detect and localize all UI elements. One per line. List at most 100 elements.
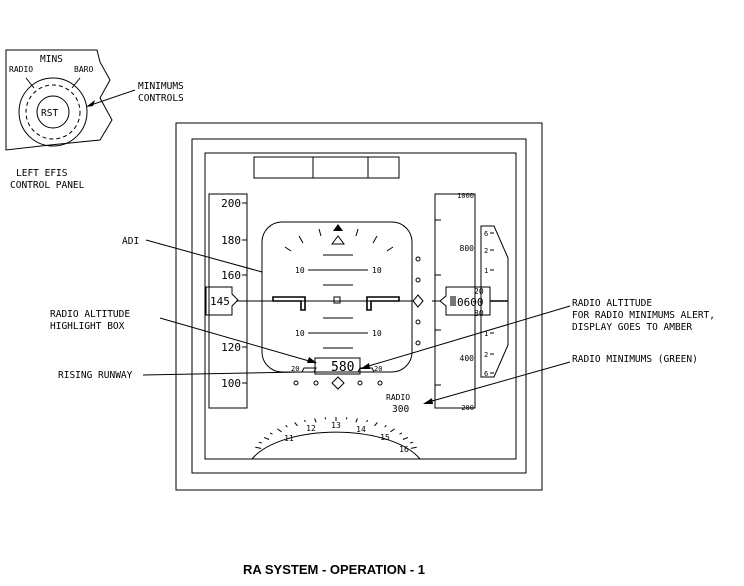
glideslope-dot <box>415 319 421 325</box>
current-altitude-main: 0600 <box>457 296 484 309</box>
glideslope-scale <box>412 256 424 346</box>
heading-tick-label: 11 <box>284 434 294 443</box>
minimums-controls-arrowhead <box>86 100 95 107</box>
runway-mark-right: 20 <box>374 365 382 373</box>
heading-tick-label: 12 <box>306 424 316 433</box>
localizer-dot <box>357 380 363 386</box>
minimums-controls-leader <box>87 89 136 107</box>
localizer-dot <box>313 380 319 386</box>
minimums-controls-label-2: CONTROLS <box>138 93 184 104</box>
vsi-mark-label: 1 <box>484 330 488 338</box>
glideslope-dot <box>415 340 421 346</box>
heading-tick-mark <box>285 425 288 428</box>
minimums-controls-callout: MINIMUMS CONTROLS <box>86 81 184 107</box>
diagram-title: RA SYSTEM - OPERATION - 1 <box>243 562 425 577</box>
aircraft-symbol-right-wing <box>366 296 400 311</box>
heading-tick-mark <box>399 432 403 435</box>
current-altitude-upper: 20 <box>474 287 484 296</box>
heading-tick-label: 16 <box>399 445 409 454</box>
runway-mark-left: 20 <box>291 365 299 373</box>
heading-tick-mark <box>263 436 270 440</box>
display-screen <box>204 152 517 460</box>
heading-tick-mark <box>366 419 369 423</box>
attitude-indicator: 10 10 10 10 20 20 580 <box>236 221 424 390</box>
adi-callout-leader <box>145 239 263 273</box>
heading-tick-label: 13 <box>331 421 341 430</box>
heading-tick-mark <box>255 446 262 449</box>
radio-minimums-readout: RADIO 300 <box>386 393 410 415</box>
altitude-hatch <box>450 296 456 306</box>
radio-minimums-label: RADIO <box>386 393 410 402</box>
heading-tick-mark <box>294 422 298 427</box>
vsi-mark-label: 6 <box>484 230 488 238</box>
adi-callout: ADI <box>122 236 263 273</box>
minimums-controls-label-1: MINIMUMS <box>138 81 184 92</box>
ra-alert-label-2: FOR RADIO MINIMUMS ALERT, <box>572 310 715 321</box>
speed-tick-label: 120 <box>221 341 241 354</box>
rising-runway-callout: RISING RUNWAY <box>58 370 303 381</box>
ra-alert-leader <box>361 305 571 369</box>
heading-arc-outline <box>251 431 421 460</box>
rst-button[interactable] <box>36 95 70 129</box>
heading-tick-label: 15 <box>380 433 390 442</box>
heading-tick-mark <box>355 418 358 423</box>
ra-highlight-arrowhead <box>307 357 317 363</box>
display-bezel-inner <box>191 138 527 474</box>
current-speed-value: 145 <box>210 295 230 308</box>
localizer-pointer <box>331 376 345 390</box>
ra-alert-label-3: DISPLAY GOES TO AMBER <box>572 322 692 333</box>
bank-tick <box>298 235 304 244</box>
heading-tick-mark <box>314 418 317 423</box>
bank-tick <box>355 228 359 237</box>
radio-altitude-alert-callout: RADIO ALTITUDE FOR RADIO MINIMUMS ALERT,… <box>360 298 715 369</box>
radio-altitude-highlight-box <box>314 357 361 375</box>
bank-tick <box>284 246 292 252</box>
altitude-tick-label: 200 <box>461 404 474 412</box>
speed-tick-label: 100 <box>221 377 241 390</box>
heading-tick-mark <box>384 425 387 428</box>
bank-pointer-top <box>333 224 343 231</box>
ra-alert-arrowhead <box>360 363 370 369</box>
ra-highlight-leader <box>159 317 317 364</box>
baro-label: BARO <box>74 65 93 74</box>
radio-pointer-line <box>25 77 35 89</box>
rst-label: RST <box>41 108 58 119</box>
mins-knob-outer-ring[interactable] <box>18 77 88 147</box>
baro-pointer-line <box>71 77 81 89</box>
localizer-scale <box>293 376 383 390</box>
radio-minimums-leader <box>424 361 571 404</box>
rising-runway-leader <box>142 371 303 376</box>
ra-highlight-label-2: HIGHLIGHT BOX <box>50 321 125 332</box>
radio-altitude-highlight-callout: RADIO ALTITUDE HIGHLIGHT BOX <box>50 309 317 364</box>
rising-runway-label: RISING RUNWAY <box>58 370 133 381</box>
mins-knob-serrated-ring[interactable] <box>25 84 81 140</box>
vsi-mark-label: 2 <box>484 247 488 255</box>
vsi-mark-label: 6 <box>484 370 488 378</box>
altitude-tick-label: 800 <box>460 244 475 253</box>
current-altitude-box <box>439 286 491 316</box>
pitch-label: 10 <box>372 266 382 275</box>
bank-tick <box>386 246 394 252</box>
aircraft-symbol-center <box>333 296 341 304</box>
bank-tick <box>318 228 322 237</box>
rising-runway-left <box>301 367 317 373</box>
control-panel-outline <box>5 49 113 151</box>
radio-minimums-callout-label: RADIO MINIMUMS (GREEN) <box>572 354 698 365</box>
ra-highlight-label-1: RADIO ALTITUDE <box>50 309 130 320</box>
speed-tick-label: 160 <box>221 269 241 282</box>
vsi-mark-label: 1 <box>484 267 488 275</box>
pitch-label: 10 <box>295 266 305 275</box>
heading-tick-mark <box>390 428 395 433</box>
radio-label: RADIO <box>9 65 33 74</box>
radio-minimums-callout: RADIO MINIMUMS (GREEN) <box>423 354 698 404</box>
radio-minimums-value: 300 <box>392 404 409 415</box>
heading-tick-mark <box>402 436 409 440</box>
control-panel-caption-2: CONTROL PANEL <box>10 180 85 191</box>
glideslope-dot <box>415 256 421 262</box>
speed-tick-label: 180 <box>221 234 241 247</box>
